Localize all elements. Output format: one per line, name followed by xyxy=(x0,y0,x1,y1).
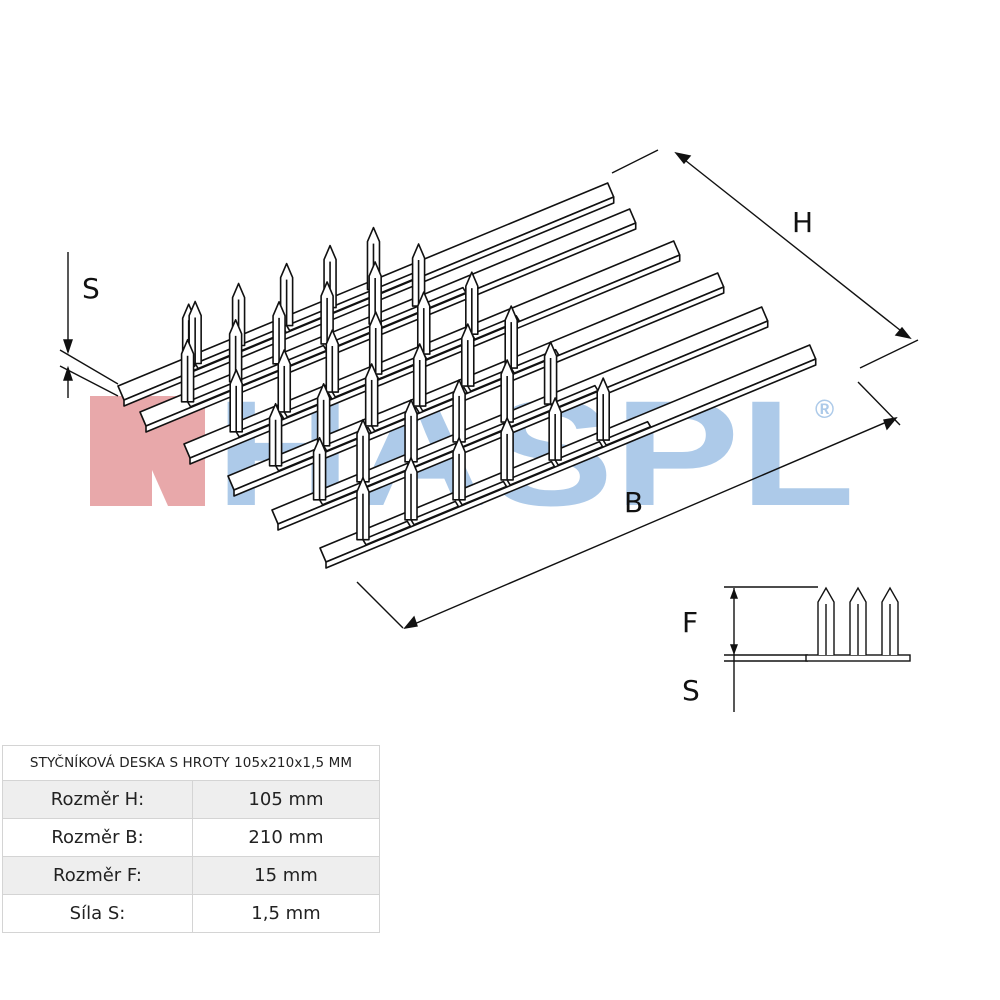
nail-plate xyxy=(117,182,817,569)
dimension-h-label: H xyxy=(792,206,813,239)
dimension-h xyxy=(611,149,919,369)
plate-strip-edge xyxy=(325,358,817,569)
dimension-s-detail-label: S xyxy=(682,674,700,707)
specification-table: STYČNÍKOVÁ DESKA S HROTY 105x210x1,5 MM … xyxy=(2,745,380,933)
row-value-b: 210 mm xyxy=(192,818,380,857)
plate-slot xyxy=(458,480,508,506)
table-row: Rozměr H: 105 mm xyxy=(2,780,380,819)
dimension-b xyxy=(356,381,901,629)
dimension-b-label: B xyxy=(624,486,643,519)
plate-slot xyxy=(362,520,412,546)
row-value-f: 15 mm xyxy=(192,856,380,895)
dimension-f-label: F xyxy=(682,606,698,639)
row-label-b: Rozměr B: xyxy=(2,818,193,857)
dimension-s-top-label: S xyxy=(82,272,100,305)
row-value-h: 105 mm xyxy=(192,780,380,819)
plate-slot xyxy=(602,420,652,446)
logo-registered-mark: ® xyxy=(815,394,834,424)
table-row: Síla S: 1,5 mm xyxy=(2,894,380,933)
table-title: STYČNÍKOVÁ DESKA S HROTY 105x210x1,5 MM xyxy=(2,745,380,781)
plate-slot xyxy=(506,460,556,486)
table-row: Rozměr F: 15 mm xyxy=(2,856,380,895)
row-label-s: Síla S: xyxy=(2,894,193,933)
dimension-s-top xyxy=(59,252,119,398)
row-label-h: Rozměr H: xyxy=(2,780,193,819)
plate-slot xyxy=(554,440,604,466)
table-row: Rozměr B: 210 mm xyxy=(2,818,380,857)
row-value-s: 1,5 mm xyxy=(192,894,380,933)
row-label-f: Rozměr F: xyxy=(2,856,193,895)
side-detail-view xyxy=(724,586,911,712)
plate-slot xyxy=(410,500,460,526)
